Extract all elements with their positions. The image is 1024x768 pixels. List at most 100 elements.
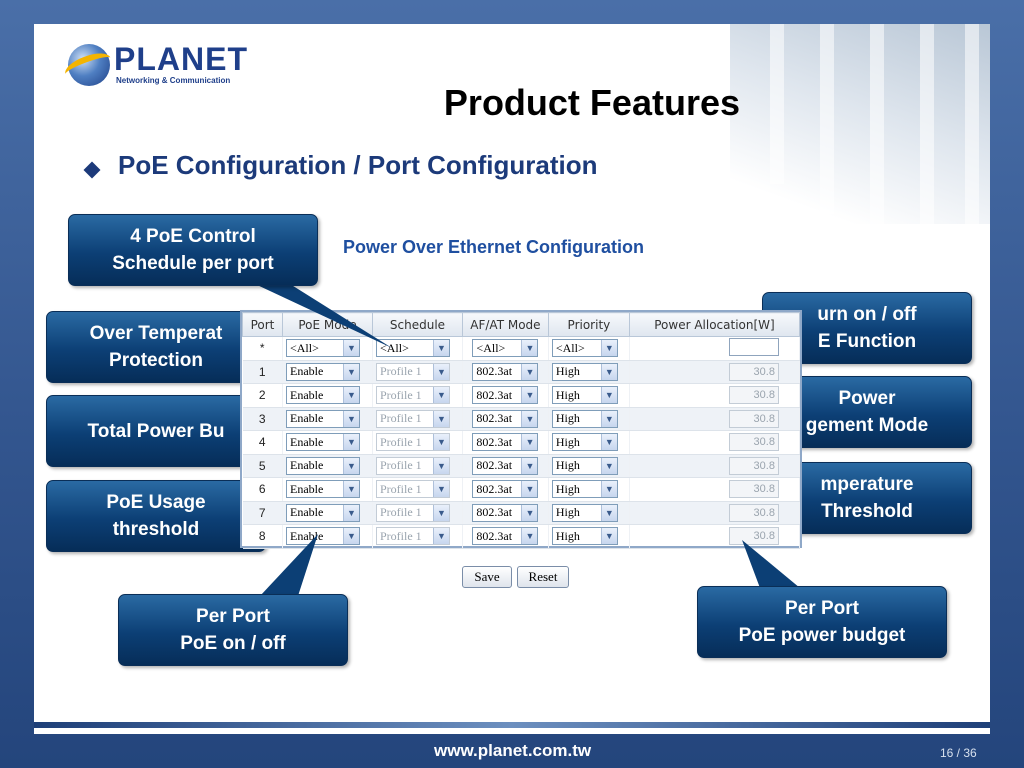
select-value: Enable [290,364,324,379]
schedule-cell: Profile 1▼ [372,524,463,549]
callout-line: Per Port [196,606,270,627]
schedule-select[interactable]: Profile 1▼ [376,386,450,405]
select-value: Profile 1 [380,434,422,449]
af-at-mode-select[interactable]: 802.3at▼ [472,480,539,499]
power-allocation-input[interactable]: 30.8 [728,480,779,499]
priority-select[interactable]: High▼ [551,409,618,428]
poe-mode-cell: Enable▼ [282,360,373,384]
website-url[interactable]: www.planet.com.tw [434,741,592,760]
power-allocation-input[interactable]: 30.8 [728,409,779,428]
priority-select[interactable]: High▼ [551,480,618,499]
poe-mode-select[interactable]: Enable▼ [286,503,360,522]
poe-mode-select[interactable]: <All>▼ [286,339,360,358]
poe-mode-select[interactable]: Enable ▼ [286,433,360,452]
power-allocation-input[interactable]: 30.8 [728,386,779,405]
schedule-select[interactable]: Profile 1▼ [376,362,450,381]
callout-poe-schedule: 4 PoE Control Schedule per port [68,214,318,286]
priority-select[interactable]: High▼ [551,386,618,405]
af-at-mode-select[interactable]: 802.3at▼ [472,527,539,546]
port-cell: 5 [242,454,283,478]
af-at-mode-cell: 802.3at▼ [462,524,549,549]
decoration-bar [965,24,979,224]
decoration-bar [770,24,784,184]
af-at-mode-select[interactable]: 802.3at▼ [472,386,539,405]
select-value: 802.3at [476,505,513,520]
select-value: <All> [380,340,409,355]
power-allocation-cell: 30.8 [629,430,801,455]
save-button[interactable]: Save [462,566,512,588]
reset-button[interactable]: Reset [517,566,569,588]
poe-mode-select[interactable]: Enable▼ [286,386,360,405]
priority-select[interactable]: High▼ [551,503,618,522]
schedule-select[interactable]: Profile 1▼ [376,409,450,428]
priority-select[interactable]: High ▼ [551,527,618,546]
power-allocation-input[interactable]: 30.8 [728,362,779,381]
chevron-down-icon: ▼ [433,387,449,404]
callout-line: PoE power budget [738,625,906,646]
callout-line: PoE Usage [106,492,206,513]
priority-select[interactable]: <All>▼ [551,339,618,358]
schedule-select[interactable]: Profile 1▼ [376,527,450,546]
chevron-down-icon: ▼ [433,481,449,498]
af-at-mode-select[interactable]: 802.3at▼ [472,433,539,452]
chevron-down-icon: ▼ [600,457,617,474]
power-allocation-input[interactable]: 30.8 [728,503,779,522]
power-allocation-input[interactable]: 30.8 [728,456,779,475]
select-value: Enable [290,505,324,520]
callout-line: Protection [109,350,203,371]
priority-select[interactable]: High▼ [551,456,618,475]
af-at-mode-select[interactable]: <All>▼ [472,339,539,358]
chevron-down-icon: ▼ [600,410,617,427]
af-at-mode-select[interactable]: 802.3at▼ [472,456,539,475]
chevron-down-icon: ▼ [600,387,617,404]
schedule-select[interactable]: Profile 1▼ [376,456,450,475]
schedule-select[interactable]: Profile 1▼ [376,433,450,452]
power-allocation-input[interactable]: 30.8 [728,527,779,546]
select-value: Profile 1 [380,505,422,520]
priority-cell: High▼ [548,454,630,478]
poe-mode-select[interactable]: Enable▼ [286,480,360,499]
priority-cell: High▼ [548,407,630,431]
decoration-bar [870,24,884,224]
schedule-select[interactable]: Profile 1▼ [376,503,450,522]
af-at-mode-cell: <All>▼ [462,336,549,361]
priority-cell: High▼ [548,477,630,502]
af-at-mode-select[interactable]: 802.3at▼ [472,409,539,428]
priority-cell: High▼ [548,501,630,525]
chevron-down-icon: ▼ [343,481,359,498]
schedule-cell: <All>▼ [372,336,463,361]
poe-mode-select[interactable]: Enable▼ [286,456,360,475]
power-allocation-cell: 30.8 [629,454,801,478]
poe-mode-cell: Enable ▼ [282,430,373,455]
priority-select[interactable]: High▼ [551,362,618,381]
schedule-select[interactable]: Profile 1▼ [376,480,450,499]
power-allocation-input[interactable]: 30.8 [728,433,779,452]
select-value: High [555,434,580,449]
decoration-bar [820,24,834,214]
poe-mode-select[interactable]: Enable▼ [286,362,360,381]
af-at-mode-select[interactable]: 802.3at▼ [472,503,539,522]
select-value: High [555,528,580,543]
select-value: High [555,364,580,379]
power-allocation-input[interactable] [728,337,779,356]
select-value: High [555,505,580,520]
select-value: Enable [290,434,324,449]
select-value: Enable [290,411,324,426]
af-at-mode-select[interactable]: 802.3at▼ [472,362,539,381]
chevron-down-icon: ▼ [433,410,449,427]
callout-line: Schedule per port [112,253,274,274]
poe-mode-select[interactable]: Enable▼ [286,409,360,428]
chevron-down-icon: ▼ [343,434,359,451]
power-allocation-cell: 30.8 [629,383,801,408]
chevron-down-icon: ▼ [433,363,449,380]
priority-select[interactable]: High▼ [551,433,618,452]
priority-cell: High▼ [548,430,630,455]
header-schedule: Schedule [372,312,463,337]
chevron-down-icon: ▼ [521,340,538,357]
schedule-select[interactable]: <All>▼ [376,339,450,358]
chevron-down-icon: ▼ [600,528,617,545]
chevron-down-icon: ▼ [433,528,449,545]
